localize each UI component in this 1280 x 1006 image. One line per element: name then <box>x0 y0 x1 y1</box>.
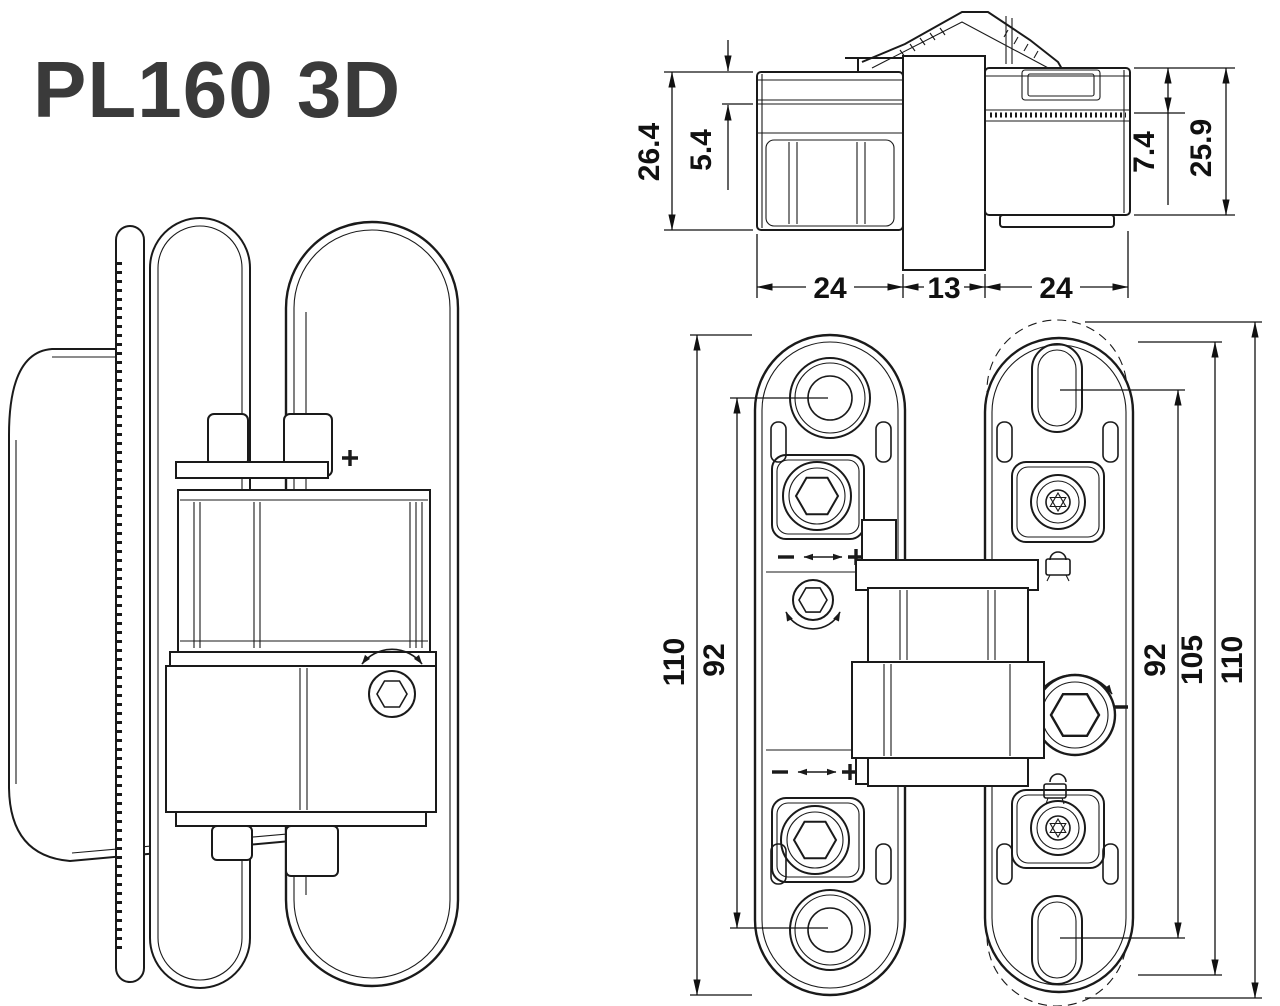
dim-label-105: 105 <box>1176 635 1209 685</box>
top-view: 26.4 5.4 7.4 25.9 <box>633 11 1235 305</box>
slot-top-left <box>770 421 787 463</box>
dim-label-24-left: 24 <box>813 272 847 305</box>
lower-step-block-right <box>285 825 339 877</box>
front-view: 110 92 92 105 110 <box>658 319 1262 1006</box>
torx-screw-bottom <box>1049 822 1067 839</box>
lower-barrel <box>165 665 437 813</box>
padlock-closed-icon <box>1045 551 1071 582</box>
product-title: PL160 3D <box>33 45 402 134</box>
top-lock-boss <box>1011 461 1105 543</box>
dim-label-24-right: 24 <box>1039 272 1073 305</box>
hinge-arm-strap <box>845 11 1067 77</box>
dim-label-110-left: 110 <box>658 638 691 686</box>
dim-label-110-right: 110 <box>1216 636 1249 684</box>
bottom-lock-boss <box>1011 789 1105 869</box>
hex-adjustment-screw-upper <box>794 476 840 516</box>
slot-top-right-r <box>1102 421 1119 463</box>
leaf-tab <box>999 214 1115 228</box>
slot-top-left-r <box>996 421 1013 463</box>
upper-adjuster-boss <box>771 454 865 540</box>
dim-label-5-4: 5.4 <box>685 129 718 171</box>
hex-screw-ring <box>368 670 416 718</box>
lower-adjuster-boss <box>771 797 865 883</box>
door-leaf-bar <box>902 55 986 271</box>
upper-barrel <box>177 489 431 653</box>
plus-mark <box>342 450 358 466</box>
lower-ledge <box>175 811 427 827</box>
oval-slot-top <box>1031 343 1083 433</box>
oval-slot-bottom <box>1031 895 1083 985</box>
top-view-dimensions: 26.4 5.4 7.4 25.9 <box>633 40 1235 305</box>
dim-label-13: 13 <box>927 272 960 305</box>
slot-bottom-right-r <box>1102 843 1119 885</box>
screw-hole-bottom <box>789 889 871 971</box>
door-panel-outline <box>8 348 358 863</box>
upper-ledge <box>175 461 329 479</box>
dim-label-26-4: 26.4 <box>633 122 666 181</box>
hex-socket <box>376 680 408 708</box>
lower-step-block-left <box>211 825 253 861</box>
dim-label-92-right: 92 <box>1139 643 1172 676</box>
slot-top-right <box>875 421 892 463</box>
dim-label-92-left: 92 <box>698 643 731 676</box>
hinge-body-front <box>851 519 1045 787</box>
dim-label-7-4: 7.4 <box>1128 131 1161 173</box>
mid-ledge <box>169 651 437 667</box>
hinge-mechanism-side <box>165 413 437 877</box>
dim-label-25-9: 25.9 <box>1185 119 1218 177</box>
side-view-3d <box>8 217 460 989</box>
upper-step-block-left <box>207 413 249 467</box>
slot-bottom-right <box>875 843 892 885</box>
hex-adjustment-screw-lower <box>792 820 838 860</box>
torx-screw-top <box>1049 496 1067 513</box>
rotation-arrow <box>361 648 423 665</box>
frame-leaf-block <box>984 67 1131 228</box>
slot-bottom-left-r <box>996 843 1013 885</box>
front-view-dimensions: 110 92 92 105 110 <box>658 321 1262 999</box>
door-leaf-block <box>756 71 904 231</box>
rotation-arrow-left-plate <box>785 611 841 630</box>
